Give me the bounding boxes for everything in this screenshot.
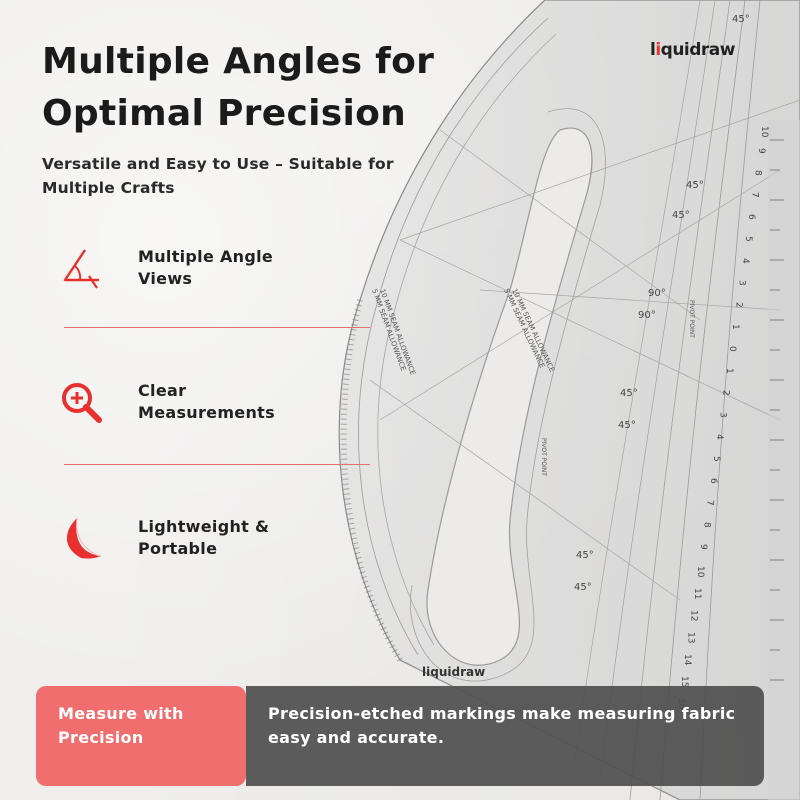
- divider: [64, 464, 370, 465]
- ruler-number: 6: [746, 214, 756, 220]
- feature-label: Lightweight & Portable: [138, 517, 270, 558]
- banner-highlight: Measure with Precision: [36, 686, 246, 786]
- ruler-number: 0: [727, 346, 737, 352]
- magnifier-plus-icon: [56, 377, 106, 427]
- feature-lightweight-portable: Lightweight & Portable: [56, 508, 386, 568]
- ruler-angle-45-e: 45°: [576, 550, 594, 561]
- ruler-number: 10: [759, 126, 769, 138]
- ruler-angle-90-b: 90°: [638, 310, 656, 321]
- ruler-pivot-text: PIVOT POINT: [540, 438, 547, 476]
- ruler-number: 8: [701, 522, 711, 528]
- ruler-angle-45-g: 45°: [732, 14, 750, 25]
- divider: [64, 327, 370, 328]
- brand-dot: i: [655, 40, 661, 60]
- ruler-angle-45-c: 45°: [620, 388, 638, 399]
- ruler-number: 6: [708, 478, 718, 484]
- ruler-number: 12: [689, 610, 699, 621]
- feature-clear-measurements: Clear Measurements: [56, 372, 386, 432]
- ruler-brand-text: liquidraw: [422, 665, 485, 679]
- feature-multiple-angle-views: Multiple Angle Views: [56, 238, 386, 298]
- ruler-number: 2: [721, 390, 731, 396]
- ruler-angle-45-d: 45°: [618, 420, 636, 431]
- page-title: Multiple Angles for Optimal Precision: [42, 41, 435, 134]
- feature-label: Multiple Angle Views: [138, 247, 274, 288]
- feature-label: Clear Measurements: [138, 381, 275, 422]
- angle-icon: [56, 243, 106, 293]
- ruler-slot: [426, 127, 593, 666]
- ruler-number: 1: [724, 368, 734, 374]
- banner-description: Precision-etched markings make measuring…: [246, 686, 764, 786]
- ruler-number: 4: [740, 258, 750, 264]
- ruler-angle-90-a: 90°: [648, 288, 666, 299]
- brand-logo: liquidraw: [650, 40, 735, 60]
- ruler-number: 13: [685, 632, 695, 643]
- ruler-numbers: 10987654321012345678910111213141516: [676, 126, 769, 710]
- brand-rest: quidraw: [660, 40, 736, 60]
- feather-icon: [56, 513, 106, 563]
- page-subtitle: Versatile and Easy to Use – Suitable for…: [42, 155, 394, 197]
- ruler-number: 9: [756, 148, 766, 154]
- ruler-number: 7: [705, 500, 715, 506]
- ruler-number: 5: [711, 456, 721, 462]
- ruler-number: 3: [737, 280, 747, 286]
- ruler-number: 7: [749, 192, 759, 198]
- ruler-number: 5: [743, 236, 753, 242]
- ruler-number: 4: [714, 434, 724, 440]
- ruler-number: 8: [753, 170, 763, 176]
- ruler-angle-45-f: 45°: [574, 582, 592, 593]
- ruler-number: 15: [679, 676, 689, 687]
- ruler-number: 2: [733, 302, 743, 308]
- ruler-angle-45-a: 45°: [686, 180, 704, 191]
- ruler-number: 1: [730, 324, 740, 330]
- ruler-ticks: [770, 139, 784, 681]
- ruler-number: 14: [682, 654, 692, 666]
- brand-prefix: l: [650, 40, 656, 60]
- ruler-number: 9: [698, 544, 708, 550]
- ruler-angle-45-b: 45°: [672, 210, 690, 221]
- ruler-number: 11: [692, 588, 702, 599]
- ruler-number: 10: [695, 566, 705, 578]
- ruler-number: 3: [717, 412, 727, 418]
- ruler-pivot-text-2: PIVOT POINT: [688, 300, 695, 338]
